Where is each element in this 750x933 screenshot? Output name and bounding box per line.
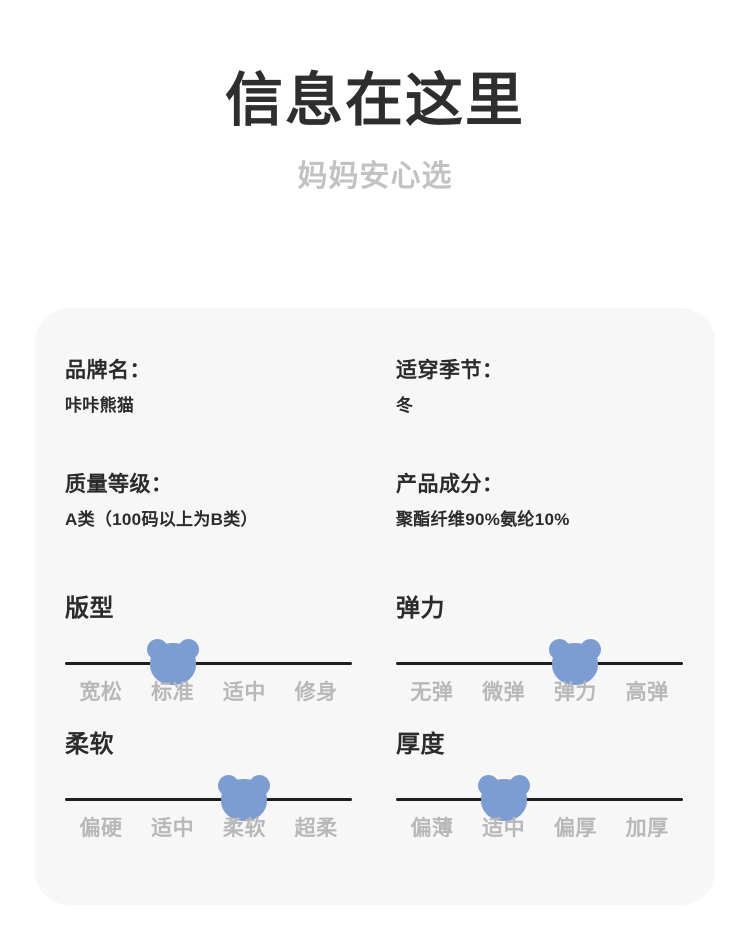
spec-item: 产品成分： 聚酯纤维90%氨纶10% [396, 470, 685, 532]
spec-label: 适穿季节： [396, 359, 504, 382]
slider-option-label[interactable]: 修身 [294, 681, 338, 704]
spec-value: A类（100码以上为B类） [65, 510, 258, 529]
slider-track[interactable] [65, 767, 352, 821]
slider-label-row: 无弹 微弹 弹力 高弹 [396, 679, 683, 707]
spec-label: 品牌名： [65, 359, 151, 382]
slider-line [65, 662, 352, 665]
slider-option-label[interactable]: 适中 [482, 817, 526, 840]
slider-option-label[interactable]: 偏厚 [553, 817, 597, 840]
spec-label: 产品成分： [396, 473, 504, 496]
slider-track[interactable] [396, 767, 683, 821]
page-title: 信息在这里 [224, 68, 525, 133]
slider-block-3: 柔软偏硬适中柔软超柔 [65, 729, 352, 843]
slider-option-label[interactable]: 无弹 [410, 681, 454, 704]
slider-option-label[interactable]: 适中 [222, 681, 266, 704]
slider-block-2: 弹力无弹微弹弹力高弹 [396, 593, 683, 707]
slider-line [65, 798, 352, 801]
slider-block-4: 厚度偏薄 适中 偏厚 加厚 [396, 729, 683, 843]
slider-line [396, 798, 683, 801]
slider-title: 厚度 [396, 731, 445, 758]
slider-option-label[interactable]: 高弹 [625, 681, 669, 704]
page-header: 信息在这里 妈妈安心选 [0, 66, 750, 196]
slider-option-label[interactable]: 微弹 [482, 681, 526, 704]
bear-slider-thumb-icon[interactable] [146, 639, 199, 685]
slider-block-1: 版型宽松 标准 适中 修身 [65, 593, 352, 707]
slider-option-label[interactable]: 加厚 [625, 817, 669, 840]
spec-item: 质量等级： A类（100码以上为B类） [65, 470, 396, 532]
slider-label-row: 偏薄 适中 偏厚 加厚 [396, 815, 683, 843]
slider-option-label[interactable]: 弹力 [553, 681, 597, 704]
slider-option-label[interactable]: 偏硬 [79, 817, 123, 840]
slider-option-label[interactable]: 偏薄 [410, 817, 454, 840]
slider-label-row: 宽松 标准 适中 修身 [65, 679, 352, 707]
slider-track[interactable] [396, 631, 683, 685]
slider-option-label[interactable]: 超柔 [294, 817, 338, 840]
bear-head-icon [221, 779, 268, 821]
slider-track[interactable] [65, 631, 352, 685]
bear-slider-thumb-icon[interactable] [218, 775, 271, 821]
slider-title: 柔软 [65, 731, 114, 758]
product-info-card: 品牌名： 咔咔熊猫 适穿季节： 冬质量等级： A类（100码以上为B类） 产品成分： 聚酯纤… [35, 308, 715, 905]
slider-title: 弹力 [396, 595, 445, 622]
bear-head-icon [149, 643, 196, 685]
spec-value: 冬 [396, 396, 414, 415]
bear-slider-thumb-icon[interactable] [477, 775, 530, 821]
slider-option-label[interactable]: 标准 [151, 681, 195, 704]
page-subtitle: 妈妈安心选 [297, 160, 453, 193]
spec-label: 质量等级： [65, 473, 173, 496]
spec-value: 咔咔熊猫 [65, 396, 135, 415]
slider-option-label[interactable]: 柔软 [222, 817, 266, 840]
spec-value: 聚酯纤维90%氨纶10% [396, 510, 570, 529]
bear-slider-thumb-icon[interactable] [549, 639, 602, 685]
slider-line [396, 662, 683, 665]
spec-item: 适穿季节： 冬 [396, 356, 685, 418]
bear-head-icon [480, 779, 527, 821]
slider-title: 版型 [65, 595, 114, 622]
slider-option-label[interactable]: 适中 [151, 817, 195, 840]
bear-head-icon [552, 643, 599, 685]
slider-label-row: 偏硬 适中 柔软 超柔 [65, 815, 352, 843]
slider-grid: 版型宽松标准适中修身弹力无弹微弹弹力高弹柔软偏硬适中柔软超柔厚度偏薄适中偏厚加厚 [65, 593, 685, 843]
slider-option-label[interactable]: 宽松 [79, 681, 123, 704]
spec-item: 品牌名： 咔咔熊猫 [65, 356, 396, 418]
spec-grid: 品牌名： 咔咔熊猫 适穿季节： 冬质量等级： A类（100码以上为B类） 产品成分： 聚酯纤… [65, 356, 685, 532]
